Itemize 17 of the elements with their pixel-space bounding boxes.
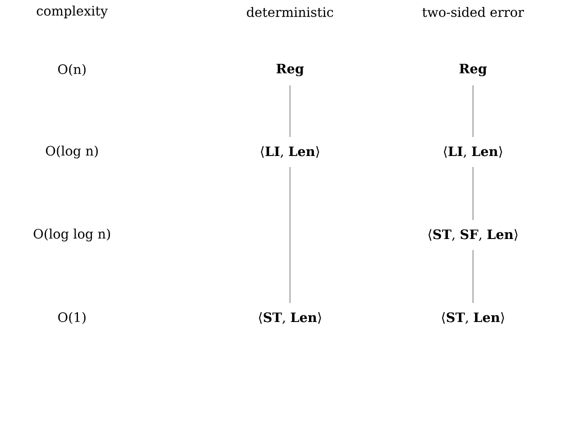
- connecting-line: [472, 166, 474, 220]
- class-label: ⟨LI, Len⟩: [444, 146, 502, 158]
- complexity-label: O(log n): [46, 146, 98, 158]
- connecting-line: [472, 250, 474, 304]
- class-label: Reg: [276, 64, 304, 76]
- column-header: complexity: [36, 6, 108, 18]
- class-label: ⟨ST, SF, Len⟩: [428, 229, 518, 241]
- class-label: ⟨ST, Len⟩: [259, 312, 321, 324]
- complexity-label: O(n): [58, 64, 86, 76]
- class-label: ⟨ST, Len⟩: [442, 312, 504, 324]
- column-header: two-sided error: [422, 6, 524, 18]
- column-header: deterministic: [246, 6, 334, 18]
- class-label: ⟨LI, Len⟩: [260, 146, 320, 158]
- complexity-label: O(1): [58, 312, 86, 324]
- class-label: Reg: [460, 64, 487, 76]
- connecting-line: [472, 85, 474, 138]
- complexity-label: O(log log n): [34, 228, 110, 242]
